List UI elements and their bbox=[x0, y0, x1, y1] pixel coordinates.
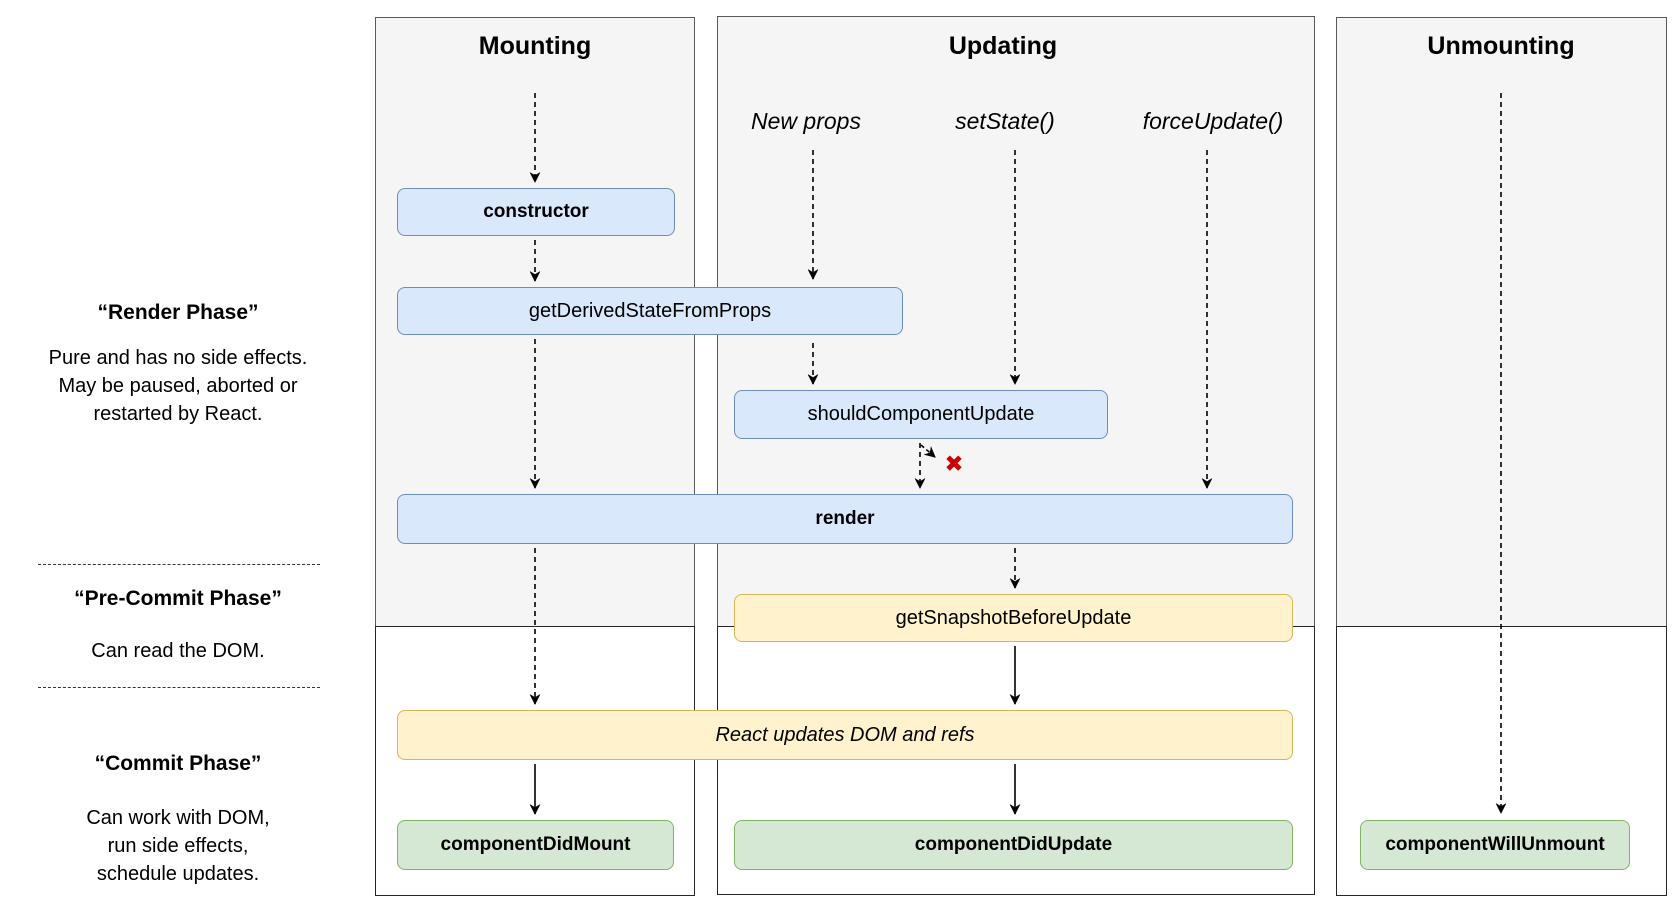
node-getsnapshotbeforeupdate: getSnapshotBeforeUpdate bbox=[734, 594, 1293, 642]
render-phase-description: Pure and has no side effects. May be pau… bbox=[0, 344, 356, 428]
render-phase-line-3: restarted by React. bbox=[93, 403, 263, 425]
arrow-shouldcomponentupdate-false-branch bbox=[920, 444, 936, 458]
node-componentdidupdate: componentDidUpdate bbox=[734, 820, 1293, 870]
render-phase-title: “Render Phase” bbox=[97, 301, 259, 324]
trigger-new-props: New props bbox=[751, 108, 861, 134]
update-cancelled-x-icon: ✖ bbox=[944, 450, 964, 477]
node-render: render bbox=[397, 494, 1293, 544]
phase-divider-bottom bbox=[38, 687, 320, 688]
pre-commit-phase-description: Can read the DOM. bbox=[0, 637, 356, 665]
column-title-unmounting: Unmounting bbox=[1427, 32, 1575, 60]
node-shouldcomponentupdate: shouldComponentUpdate bbox=[734, 390, 1108, 439]
commit-phase-title: “Commit Phase” bbox=[94, 752, 262, 775]
column-title-mounting: Mounting bbox=[478, 32, 592, 60]
node-react-updates-dom-and-refs: React updates DOM and refs bbox=[397, 710, 1293, 760]
commit-phase-line-1: Can work with DOM, bbox=[86, 807, 270, 829]
commit-phase-description: Can work with DOM, run side effects, sch… bbox=[0, 804, 356, 888]
render-phase-line-1: Pure and has no side effects. bbox=[48, 347, 308, 369]
phase-divider-top bbox=[38, 564, 320, 565]
commit-phase-line-2: run side effects, bbox=[107, 835, 249, 857]
trigger-force-update: forceUpdate() bbox=[1142, 108, 1284, 134]
column-title-updating: Updating bbox=[948, 32, 1058, 60]
node-componentwillunmount: componentWillUnmount bbox=[1360, 820, 1630, 870]
commit-phase-line-3: schedule updates. bbox=[96, 863, 260, 885]
node-constructor: constructor bbox=[397, 188, 675, 236]
node-getderivedstatefromprops: getDerivedStateFromProps bbox=[397, 287, 903, 335]
pre-commit-phase-line-1: Can read the DOM. bbox=[91, 640, 265, 662]
render-phase-line-2: May be paused, aborted or bbox=[58, 375, 298, 397]
node-componentdidmount: componentDidMount bbox=[397, 820, 674, 870]
trigger-set-state: setState() bbox=[955, 108, 1055, 134]
pre-commit-phase-title: “Pre-Commit Phase” bbox=[74, 587, 282, 610]
